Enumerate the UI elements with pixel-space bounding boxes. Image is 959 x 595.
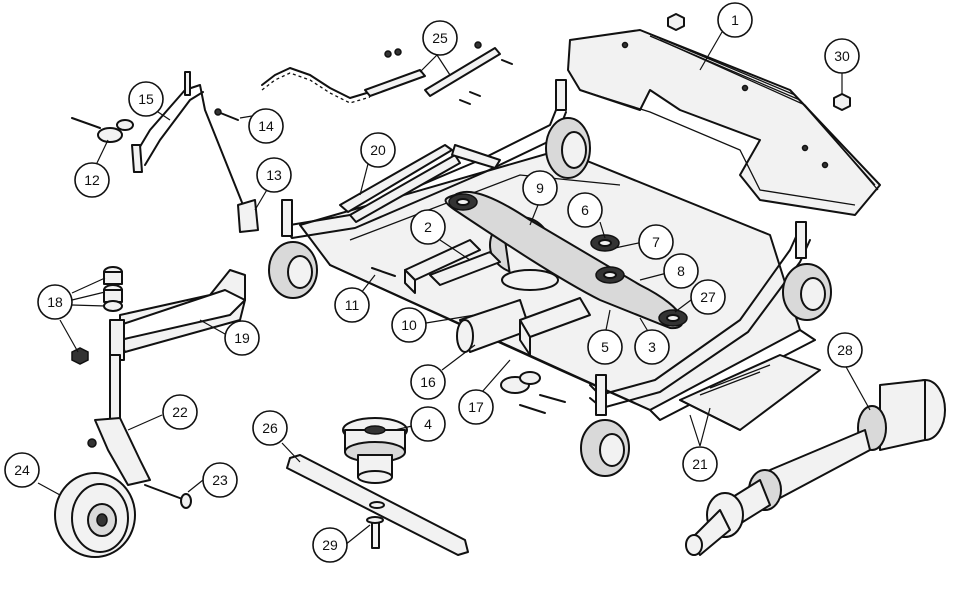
svg-text:21: 21: [692, 456, 708, 472]
mower-blade: [286, 454, 469, 556]
idler-pulley: [595, 266, 625, 284]
front-right-caster: [545, 79, 591, 179]
spindle-tube: [456, 297, 591, 356]
blade-bolt: [366, 516, 384, 549]
svg-text:22: 22: [172, 404, 188, 420]
callout-1: 1: [717, 2, 753, 38]
callout-2: 2: [410, 209, 446, 245]
belt-shield-cover: [567, 29, 881, 216]
svg-text:28: 28: [837, 342, 853, 358]
hitch-tube: [404, 239, 501, 294]
drive-belt: [444, 190, 684, 330]
nut-30: [833, 93, 851, 111]
callout-4: 4: [410, 406, 446, 442]
callout-25: 25: [422, 20, 458, 56]
callout-6: 6: [567, 192, 603, 228]
link-plate: [500, 371, 566, 414]
callout-17: 17: [458, 389, 494, 425]
callout-10: 10: [391, 307, 427, 343]
callout-13: 13: [256, 157, 292, 193]
svg-text:7: 7: [652, 234, 660, 250]
gauge-wheel-fork: [87, 354, 151, 486]
callout-9: 9: [522, 170, 558, 206]
svg-text:2: 2: [424, 219, 432, 235]
pto-driveshaft: [685, 379, 946, 556]
svg-text:6: 6: [581, 202, 589, 218]
discharge-chute: [679, 354, 821, 431]
svg-text:3: 3: [648, 339, 656, 355]
outer-pulley: [658, 309, 688, 327]
svg-text:9: 9: [536, 180, 544, 196]
callout-29: 29: [312, 527, 348, 563]
callout-21: 21: [682, 446, 718, 482]
svg-text:27: 27: [700, 289, 716, 305]
callout-3: 3: [634, 329, 670, 365]
svg-text:29: 29: [322, 537, 338, 553]
callout-12: 12: [74, 162, 110, 198]
spindle-pulley: [342, 417, 408, 484]
callout-27: 27: [690, 279, 726, 315]
gauge-wheel: [54, 472, 136, 558]
hex-nut: [667, 13, 685, 31]
svg-text:30: 30: [834, 48, 850, 64]
center-pulley: [590, 234, 620, 252]
svg-text:16: 16: [420, 374, 436, 390]
callout-28: 28: [827, 332, 863, 368]
svg-text:8: 8: [677, 263, 685, 279]
svg-text:11: 11: [345, 297, 360, 313]
chain: [261, 67, 371, 104]
svg-text:10: 10: [401, 317, 417, 333]
callout-20: 20: [360, 132, 396, 168]
rear-left-caster: [580, 374, 630, 477]
rear-right-caster: [782, 221, 832, 321]
callout-19: 19: [224, 320, 260, 356]
svg-text:1: 1: [731, 12, 739, 28]
callout-8: 8: [663, 253, 699, 289]
bolt-11: [371, 267, 396, 277]
callout-18: 18: [37, 284, 73, 320]
svg-text:20: 20: [370, 142, 386, 158]
svg-text:12: 12: [84, 172, 100, 188]
front-bracket: [339, 144, 501, 223]
gauge-wheel-arm: [109, 269, 246, 361]
svg-text:4: 4: [424, 416, 432, 432]
svg-text:25: 25: [432, 30, 448, 46]
svg-text:17: 17: [468, 399, 484, 415]
callout-23: 23: [202, 462, 238, 498]
callout-24: 24: [4, 452, 40, 488]
svg-text:5: 5: [601, 339, 609, 355]
svg-text:26: 26: [262, 420, 278, 436]
pin-bolt: [214, 108, 239, 121]
top-link-assembly: [131, 71, 259, 233]
svg-text:23: 23: [212, 472, 228, 488]
callout-14: 14: [248, 108, 284, 144]
small-hardware: [384, 41, 513, 105]
callout-7: 7: [638, 224, 674, 260]
leader-lines: [37, 31, 871, 546]
svg-text:14: 14: [258, 118, 274, 134]
svg-text:24: 24: [14, 462, 30, 478]
callout-26: 26: [252, 410, 288, 446]
pin-clevis: [71, 117, 134, 143]
callout-16: 16: [410, 364, 446, 400]
callout-11: 11: [334, 287, 370, 323]
callout-15: 15: [128, 81, 164, 117]
svg-text:18: 18: [47, 294, 63, 310]
svg-text:15: 15: [138, 91, 154, 107]
callout-22: 22: [162, 394, 198, 430]
front-left-caster: [268, 199, 318, 299]
svg-text:19: 19: [234, 330, 250, 346]
spacer-bushings: [71, 266, 123, 365]
callout-30: 30: [824, 38, 860, 74]
callout-5: 5: [587, 329, 623, 365]
axle-bolt: [144, 484, 192, 509]
lift-rod: [364, 47, 501, 97]
svg-text:13: 13: [266, 167, 282, 183]
